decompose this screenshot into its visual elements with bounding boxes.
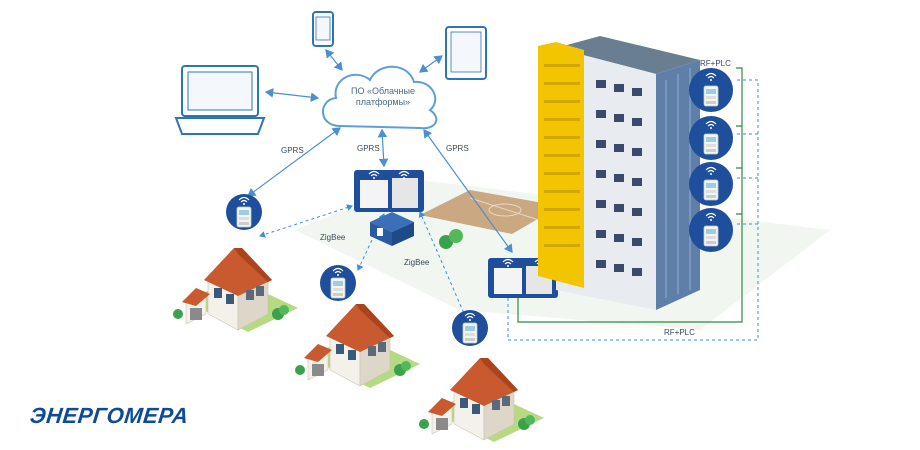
house-meter-1	[226, 194, 262, 230]
building-meter-1	[689, 68, 733, 112]
gprs-label-left: GPRS	[281, 146, 304, 155]
gprs-label-right: GPRS	[446, 144, 469, 153]
rf-plc-links	[507, 67, 759, 341]
zigbee-links	[259, 204, 468, 319]
house-meter-3	[452, 310, 488, 346]
gprs-label-center: GPRS	[357, 144, 380, 153]
zigbee-label-1: ZigBee	[320, 233, 346, 242]
house-3	[418, 357, 545, 443]
brand-logo: ЭНЕРГОМЕРА	[28, 403, 190, 428]
apartment-building-icon	[538, 36, 700, 310]
cloud-icon	[322, 65, 438, 130]
data-links	[247, 49, 513, 253]
tablet-icon	[445, 26, 487, 80]
laptop-icon	[174, 65, 266, 135]
rf-plc-label-bottom: RF+PLC	[664, 328, 695, 337]
house-2	[294, 303, 421, 389]
cloud-label: ПО «Облачные платформы»	[351, 86, 415, 107]
zigbee-label-2: ZigBee	[404, 258, 430, 267]
building-meter-3	[689, 162, 733, 206]
building-meter-4	[689, 208, 733, 252]
rf-plc-label-top: RF+PLC	[700, 59, 731, 68]
smartphone-icon	[312, 11, 334, 47]
house-meter-2	[320, 265, 356, 301]
concentrator-box-center	[354, 170, 424, 212]
transformer-substation	[370, 212, 463, 249]
house-1	[172, 247, 299, 333]
building-meter-2	[689, 116, 733, 160]
